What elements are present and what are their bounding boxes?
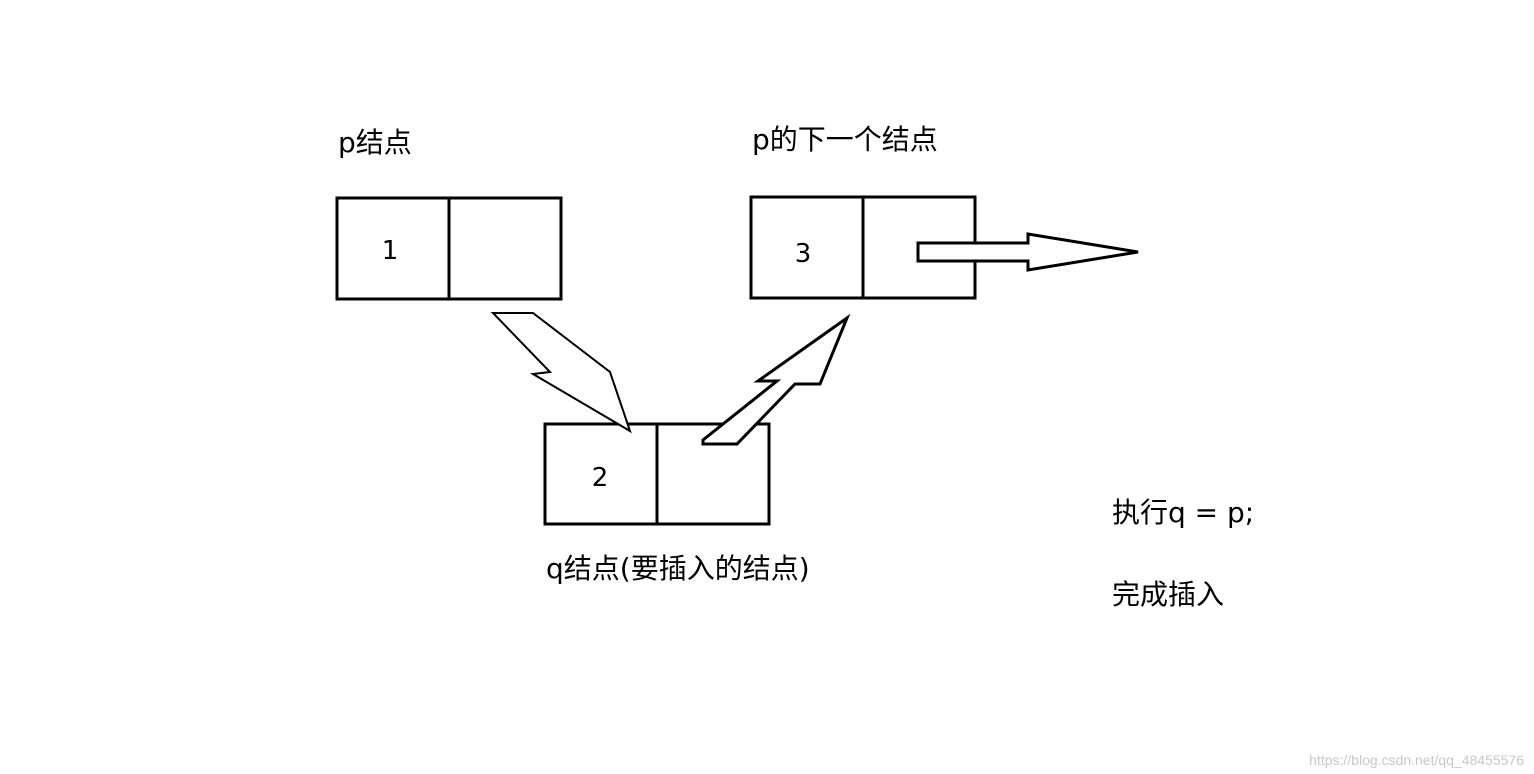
p-to-q-arrow-edge xyxy=(532,373,631,432)
p-node-value: 1 xyxy=(382,236,399,266)
q-node-value: 2 xyxy=(592,463,609,493)
p-next-node-title: p的下一个结点 xyxy=(752,123,938,156)
note-line-2: 完成插入 xyxy=(1112,578,1225,611)
note-line-1: 执行q = p; xyxy=(1112,496,1255,529)
q-to-p-next-arrow-icon xyxy=(701,313,851,446)
p-to-q-arrow-icon xyxy=(490,312,632,434)
watermark: https://blog.csdn.net/qq_48455576 xyxy=(1309,752,1524,768)
p-next-node-value: 3 xyxy=(795,239,812,269)
p-node: 1 xyxy=(335,196,563,301)
q-node-title: q结点(要插入的结点) xyxy=(546,552,810,585)
next-pointer-arrow-icon xyxy=(916,232,1139,272)
p-node-title: p结点 xyxy=(338,126,412,159)
q-node: 2 xyxy=(543,422,771,526)
